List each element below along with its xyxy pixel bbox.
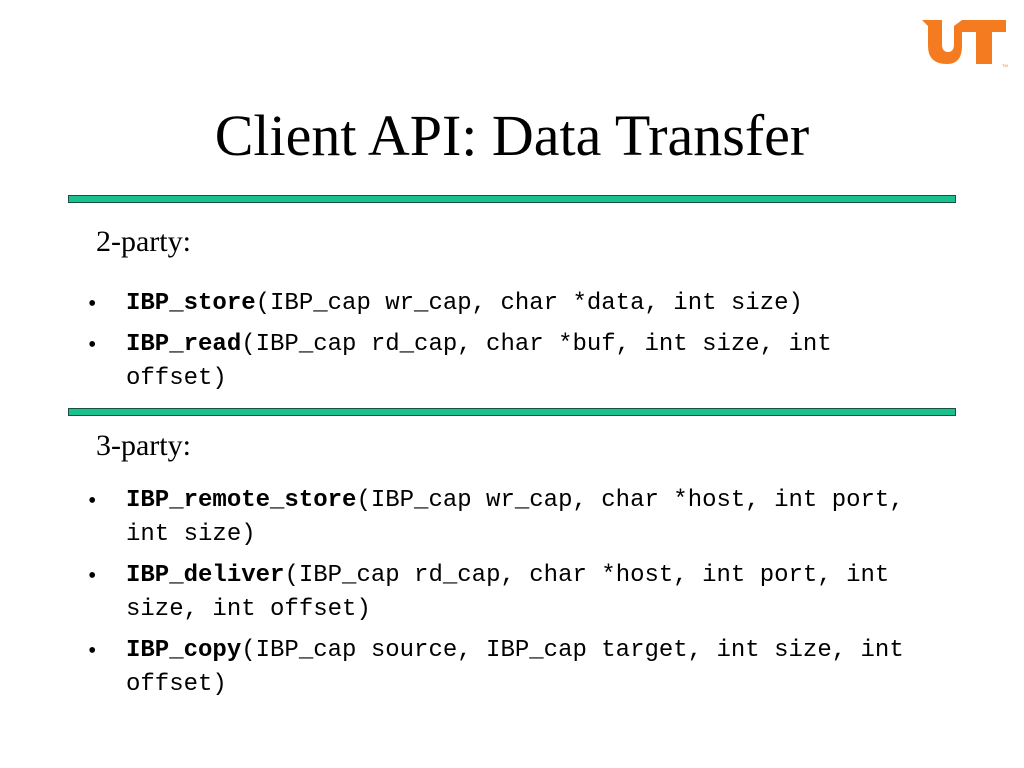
- list-item: • IBP_store(IBP_cap wr_cap, char *data, …: [88, 287, 918, 321]
- function-args: (IBP_cap rd_cap, char *host, int port, i…: [126, 562, 890, 623]
- bullet-list-2-party: • IBP_store(IBP_cap wr_cap, char *data, …: [88, 287, 918, 403]
- function-args: (IBP_cap source, IBP_cap target, int siz…: [126, 637, 904, 698]
- list-item: • IBP_read(IBP_cap rd_cap, char *buf, in…: [88, 328, 918, 396]
- bullet-icon: •: [88, 488, 97, 514]
- function-name: IBP_read: [126, 331, 242, 358]
- divider-rule-middle: [68, 408, 956, 416]
- bullet-list-3-party: • IBP_remote_store(IBP_cap wr_cap, char …: [88, 484, 918, 709]
- list-item: • IBP_copy(IBP_cap source, IBP_cap targe…: [88, 634, 918, 702]
- function-name: IBP_copy: [126, 637, 242, 664]
- list-item: • IBP_deliver(IBP_cap rd_cap, char *host…: [88, 559, 918, 627]
- bullet-icon: •: [88, 563, 97, 589]
- function-args: (IBP_cap wr_cap, char *host, int port, i…: [126, 487, 904, 548]
- svg-text:TM: TM: [1002, 63, 1008, 68]
- function-name: IBP_deliver: [126, 562, 285, 589]
- slide-title: Client API: Data Transfer: [214, 103, 810, 168]
- function-name: IBP_remote_store: [126, 487, 357, 514]
- bullet-icon: •: [88, 638, 97, 664]
- function-args: (IBP_cap wr_cap, char *data, int size): [255, 290, 803, 317]
- divider-rule-top: [68, 195, 956, 203]
- section-label-2-party: 2-party:: [96, 225, 191, 258]
- ut-logo-icon: TM: [922, 20, 1008, 68]
- section-label-3-party: 3-party:: [96, 429, 191, 462]
- list-item: • IBP_remote_store(IBP_cap wr_cap, char …: [88, 484, 918, 552]
- bullet-icon: •: [88, 291, 97, 317]
- bullet-icon: •: [88, 332, 97, 358]
- function-name: IBP_store: [126, 290, 256, 317]
- function-args: (IBP_cap rd_cap, char *buf, int size, in…: [126, 331, 832, 392]
